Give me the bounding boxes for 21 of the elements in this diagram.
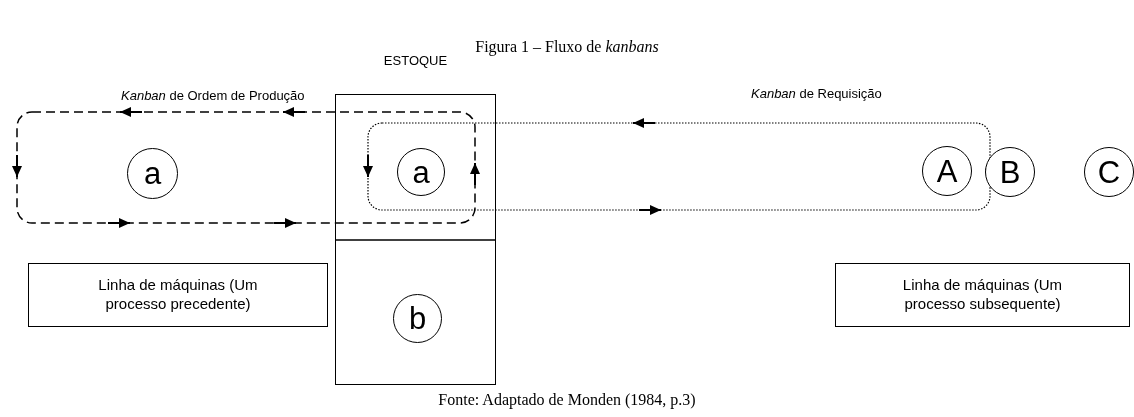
- circle: [127, 148, 178, 199]
- circle-letter: a: [412, 156, 430, 188]
- flow-label: Kanban de Requisição: [751, 86, 882, 101]
- circle-letter: b: [408, 303, 427, 334]
- figure-caption: Fonte: Adaptado de Monden (1984, p.3): [438, 391, 696, 409]
- circle: [985, 147, 1035, 197]
- process-box: [835, 263, 1130, 327]
- process-box: [28, 263, 328, 327]
- box-text: Linha de máquinas (Um processo subsequente): [901, 276, 1064, 314]
- figure-title: Figura 1 – Fluxo de kanbans: [475, 38, 659, 56]
- circle: [393, 294, 442, 343]
- circle-letter: C: [1097, 156, 1121, 188]
- circle: [1084, 147, 1134, 197]
- circle: [922, 146, 972, 196]
- circle-letter: a: [143, 158, 162, 189]
- circle: [397, 148, 445, 196]
- box-heading: ESTOQUE: [383, 53, 448, 70]
- circle-letter: B: [999, 156, 1021, 188]
- flow-label: Kanban de Ordem de Produção: [121, 88, 305, 103]
- circle-letter: A: [936, 155, 958, 187]
- box-text: Linha de máquinas (Um processo precedente): [97, 276, 259, 314]
